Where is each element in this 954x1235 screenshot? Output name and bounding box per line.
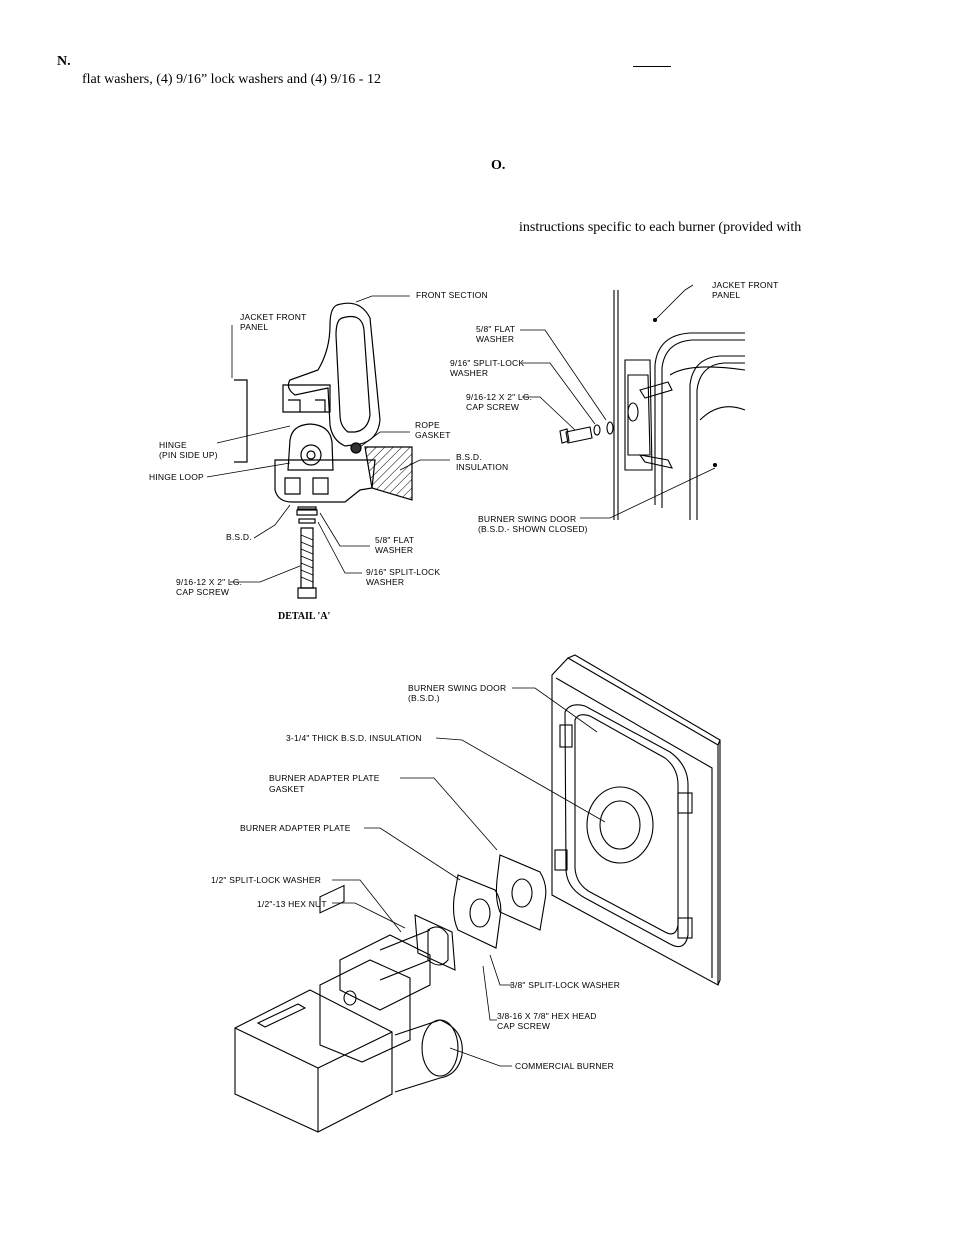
label-adapter-gasket-2: GASKET (269, 784, 305, 794)
label-flat-washer-r2: WASHER (476, 334, 515, 344)
label-cap-screw-r1: 9/16-12 X 2" LG. (466, 392, 533, 402)
label-cap-screw-a2: CAP SCREW (176, 587, 230, 597)
label-split-lock-a2: WASHER (366, 577, 405, 587)
label-hinge-loop: HINGE LOOP (149, 472, 204, 482)
section-n-heading: N. (57, 54, 71, 69)
section-o-heading: O. (491, 158, 506, 173)
detail-a-caption: DETAIL 'A' (278, 611, 331, 622)
label-rope-gasket-1: ROPE (415, 420, 440, 430)
label-insulation: 3-1/4" THICK B.S.D. INSULATION (286, 733, 422, 743)
label-flat-washer-a2: WASHER (375, 545, 414, 555)
label-commercial-burner: COMMERCIAL BURNER (515, 1061, 614, 1071)
underline-rule (633, 66, 671, 67)
label-cap-screw-r2: CAP SCREW (466, 402, 520, 412)
label-hinge-2: (PIN SIDE UP) (159, 450, 218, 460)
label-bsd-insulation-1: B.S.D. (456, 452, 482, 462)
label-hex-head-2: CAP SCREW (497, 1021, 551, 1031)
label-bsd: B.S.D. (226, 532, 252, 542)
label-cap-screw-a1: 9/16-12 X 2" LG. (176, 577, 243, 587)
label-adapter-plate: BURNER ADAPTER PLATE (240, 823, 351, 833)
section-o-text: instructions specific to each burner (pr… (519, 220, 802, 235)
label-rope-gasket-2: GASKET (415, 430, 451, 440)
label-split-lock-r2: WASHER (450, 368, 489, 378)
label-bsd-insulation-2: INSULATION (456, 462, 509, 472)
label-three-eighths-split-lock: 3/8" SPLIT-LOCK WASHER (510, 980, 621, 990)
label-jacket-front-panel-a1: JACKET FRONT (240, 312, 307, 322)
label-flat-washer-r1: 5/8" FLAT (476, 324, 516, 334)
label-flat-washer-a1: 5/8" FLAT (375, 535, 415, 545)
label-jacket-front-panel-r2: PANEL (712, 290, 741, 300)
label-split-lock-r1: 9/16" SPLIT-LOCK (450, 358, 525, 368)
label-jacket-front-panel-a2: PANEL (240, 322, 269, 332)
label-hinge-1: HINGE (159, 440, 187, 450)
label-swing-door-r2: (B.S.D.- SHOWN CLOSED) (478, 524, 588, 534)
label-hex-head-1: 3/8-16 X 7/8" HEX HEAD (497, 1011, 597, 1021)
label-hex-nut: 1/2"-13 HEX NUT (257, 899, 327, 909)
label-front-section: FRONT SECTION (416, 290, 488, 300)
label-half-split-lock: 1/2" SPLIT-LOCK WASHER (211, 875, 322, 885)
section-n-text: flat washers, (4) 9/16” lock washers and… (82, 72, 381, 87)
label-adapter-gasket-1: BURNER ADAPTER PLATE (269, 773, 380, 783)
label-swing-door-r1: BURNER SWING DOOR (478, 514, 577, 524)
label-swing-door-e1: BURNER SWING DOOR (408, 683, 507, 693)
label-jacket-front-panel-r1: JACKET FRONT (712, 280, 779, 290)
label-swing-door-e2: (B.S.D.) (408, 693, 440, 703)
label-split-lock-a1: 9/16" SPLIT-LOCK (366, 567, 441, 577)
